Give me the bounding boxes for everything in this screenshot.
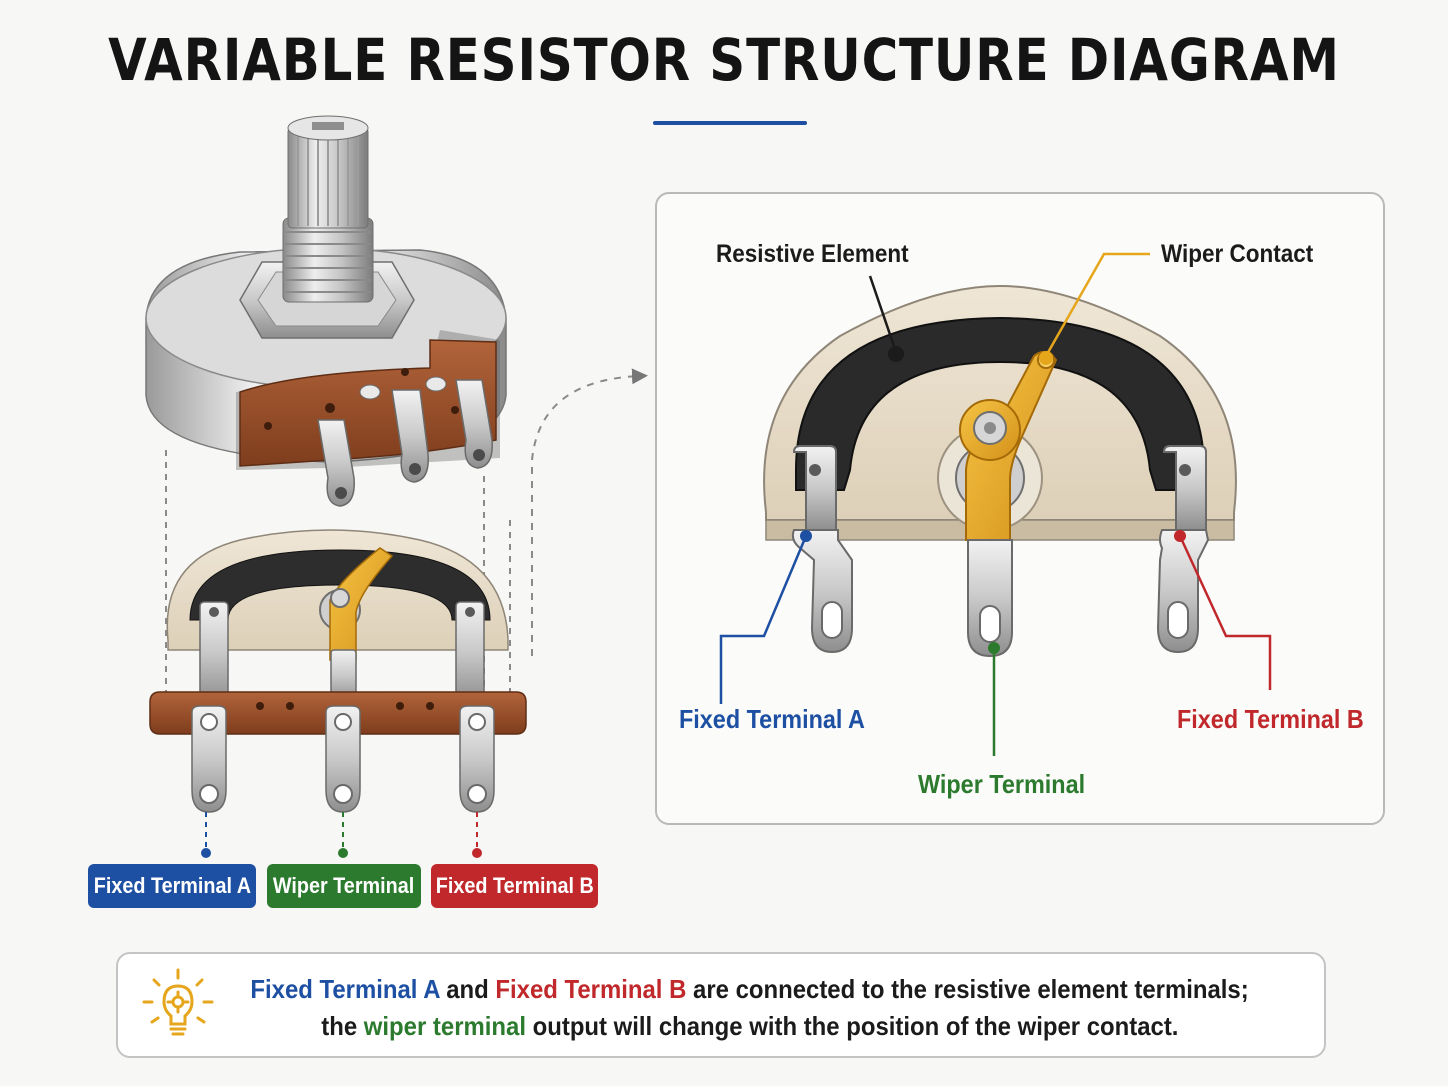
detail-resistor-illustration <box>763 284 1237 658</box>
potentiometer-assembled <box>145 115 507 507</box>
note-fixed-terminal-a: Fixed Terminal A <box>250 974 441 1004</box>
fixed-terminal-b-label: Fixed Terminal B <box>1177 704 1364 734</box>
fixed-terminal-b-badge-text: Fixed Terminal B <box>435 873 594 898</box>
potentiometer-exploded <box>149 529 527 813</box>
badge-connectors <box>201 812 482 858</box>
fixed-terminal-a-badge: Fixed Terminal A <box>88 864 256 908</box>
wiper-terminal-label: Wiper Terminal <box>918 769 1086 799</box>
note-text-output: output will change with the position of … <box>526 1011 1179 1041</box>
callout-leaders <box>719 252 1272 756</box>
note-text-connected: are connected to the resistive element t… <box>686 974 1250 1004</box>
fixed-terminal-a-label: Fixed Terminal A <box>679 704 865 734</box>
note-wiper-terminal: wiper terminal <box>363 1011 527 1041</box>
note-box <box>116 952 1326 1058</box>
note-text-and: and <box>440 974 496 1004</box>
lightbulb-gear-icon <box>142 968 214 1036</box>
resistive-element-label: Resistive Element <box>716 240 909 268</box>
fixed-terminal-b-badge: Fixed Terminal B <box>431 864 598 908</box>
page-title: VARIABLE RESISTOR STRUCTURE DIAGRAM <box>108 26 1340 94</box>
wiper-terminal-badge: Wiper Terminal <box>267 864 421 908</box>
note-fixed-terminal-b: Fixed Terminal B <box>495 974 687 1004</box>
note-line-1: Fixed Terminal A and Fixed Terminal B ar… <box>180 974 1320 1005</box>
wiper-terminal-badge-text: Wiper Terminal <box>273 873 415 898</box>
note-text-the: the <box>321 1011 364 1041</box>
fixed-terminal-a-badge-text: Fixed Terminal A <box>93 873 251 898</box>
title-underline <box>653 121 807 125</box>
zoom-arrow <box>531 368 648 656</box>
wiper-contact-label: Wiper Contact <box>1161 240 1314 268</box>
note-line-2: the wiper terminal output will change wi… <box>180 1011 1320 1042</box>
